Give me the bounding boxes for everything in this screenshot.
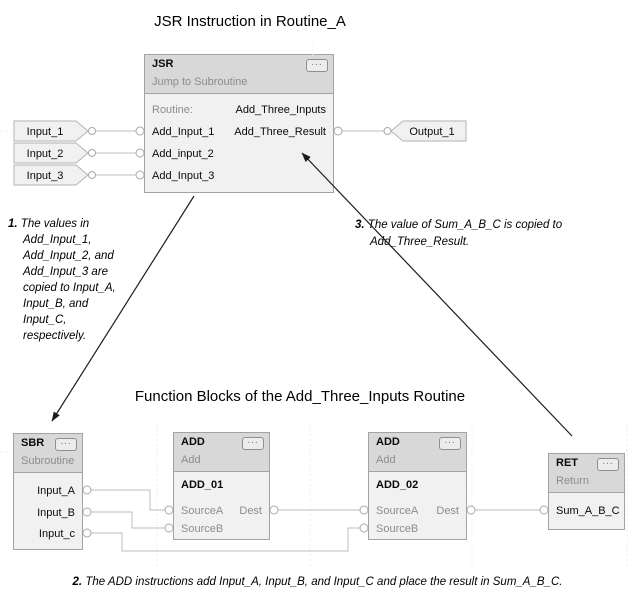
add1-instance-name[interactable]: ADD_01: [181, 479, 224, 491]
jsr-block-type: Jump to Subroutine: [152, 76, 248, 88]
note-2-number: 2.: [72, 576, 83, 588]
note-1-line-7: Input_C,: [23, 314, 67, 326]
ret-block-type: Return: [556, 475, 590, 487]
ret-param[interactable]: Sum_A_B_C: [556, 505, 620, 517]
sbr-output-a[interactable]: Input_A: [37, 485, 75, 497]
note-2: 2. The ADD instructions add Input_A, Inp…: [0, 576, 635, 588]
add1-block[interactable]: ADD ... Add ADD_01 SourceA Dest SourceB: [173, 432, 270, 540]
note-2-text: The ADD instructions add Input_A, Input_…: [85, 576, 563, 588]
jsr-block-name: JSR: [152, 58, 174, 70]
add2-instance-name[interactable]: ADD_02: [376, 479, 419, 491]
jsr-input-param-2[interactable]: Add_input_2: [152, 148, 214, 160]
tag-pill-output1[interactable]: [390, 120, 467, 142]
note-1-line-6: Input_B, and: [23, 298, 89, 310]
pin-tag-input1: [88, 127, 96, 135]
jsr-result-param[interactable]: Add_Three_Result: [234, 126, 326, 138]
tag-input1-label: Input_1: [27, 126, 64, 138]
note-3-number: 3.: [355, 219, 365, 231]
jsr-input-param-3[interactable]: Add_Input_3: [152, 170, 215, 182]
pin-sbr-inputc: [82, 528, 92, 538]
ret-block[interactable]: RET ... Return Sum_A_B_C: [548, 453, 625, 530]
jsr-properties-button[interactable]: ...: [306, 58, 328, 72]
pin-jsr-in2: [135, 148, 145, 158]
add2-block-header: ADD ... Add: [369, 433, 466, 472]
jsr-block[interactable]: JSR ... Jump to Subroutine Routine: Add_…: [144, 54, 334, 193]
sbr-block[interactable]: SBR ... Subroutine Input_A Input_B Input…: [13, 433, 83, 550]
ret-properties-button[interactable]: ...: [597, 457, 619, 471]
pin-ret-param: [539, 505, 549, 515]
sbr-block-type: Subroutine: [21, 455, 75, 467]
jsr-routine-label: Routine:: [152, 104, 193, 116]
add1-source-a-label: SourceA: [181, 505, 224, 517]
add2-source-a-label: SourceA: [376, 505, 419, 517]
add2-source-b-label: SourceB: [376, 523, 419, 535]
note-1: 1. The values in Add_Input_1, Add_Input_…: [8, 216, 158, 344]
tag-pill-input1[interactable]: [13, 120, 89, 142]
tag-input3-label: Input_3: [27, 170, 64, 182]
add1-block-name: ADD: [181, 436, 205, 448]
note-1-line-5: copied to Input_A,: [23, 282, 116, 294]
sbr-block-header: SBR ... Subroutine: [14, 434, 82, 473]
note-1-line-3: Add_Input_2, and: [23, 250, 114, 262]
jsr-input-param-1[interactable]: Add_Input_1: [152, 126, 215, 138]
note-1-line-4: Add_Input_3 are: [23, 266, 109, 278]
pin-jsr-result: [333, 126, 343, 136]
ret-block-name: RET: [556, 457, 578, 469]
pin-add1-sourcea: [164, 505, 174, 515]
add2-block-type: Add: [376, 454, 396, 466]
note-3: 3. The value of Sum_A_B_C is copied to A…: [355, 217, 625, 251]
add1-properties-button[interactable]: ...: [242, 436, 264, 450]
sbr-output-c[interactable]: Input_c: [38, 528, 75, 540]
add1-dest-label: Dest: [239, 505, 262, 517]
pin-add2-sourceb: [359, 523, 369, 533]
add2-block-name: ADD: [376, 436, 400, 448]
note-1-line-8: respectively.: [23, 330, 87, 342]
pin-sbr-inputa: [82, 485, 92, 495]
note-3-line-1: The value of Sum_A_B_C is copied to: [367, 219, 563, 231]
tag-pill-input2[interactable]: [13, 142, 89, 164]
pin-tag-output1: [383, 127, 392, 135]
pin-add2-sourcea: [359, 505, 369, 515]
add1-source-b-label: SourceB: [181, 523, 224, 535]
wire-inputb-add1-sourceb: [91, 511, 165, 529]
jsr-section-title: JSR Instruction in Routine_A: [154, 13, 346, 30]
add2-dest-label: Dest: [436, 505, 459, 517]
pin-jsr-in3: [135, 170, 145, 180]
pin-jsr-in1: [135, 126, 145, 136]
sbr-block-name: SBR: [21, 437, 45, 449]
ret-block-header: RET ... Return: [549, 454, 624, 493]
tag-input2-label: Input_2: [27, 148, 64, 160]
tag-output1-label: Output_1: [409, 126, 454, 138]
add2-properties-button[interactable]: ...: [439, 436, 461, 450]
sbr-output-b[interactable]: Input_B: [37, 507, 75, 519]
wires: [91, 130, 540, 552]
pin-tag-input2: [88, 149, 96, 157]
add1-block-header: ADD ... Add: [174, 433, 269, 472]
pin-add1-dest: [269, 505, 279, 515]
note-1-line-2: Add_Input_1,: [23, 234, 92, 246]
jsr-block-header: JSR ... Jump to Subroutine: [145, 55, 333, 94]
note-1-line-1: The values in: [20, 218, 90, 230]
add2-block[interactable]: ADD ... Add ADD_02 SourceA Dest SourceB: [368, 432, 467, 540]
pin-add2-dest: [466, 505, 476, 515]
fb-section-title: Function Blocks of the Add_Three_Inputs …: [134, 388, 466, 405]
sbr-properties-button[interactable]: ...: [55, 437, 77, 451]
tag-pill-input3[interactable]: [13, 164, 89, 186]
wire-inputa-add1-sourcea: [91, 489, 165, 511]
pin-add1-sourceb: [164, 523, 174, 533]
pin-sbr-inputb: [82, 507, 92, 517]
note-3-line-2: Add_Three_Result.: [370, 236, 470, 248]
add1-block-type: Add: [181, 454, 201, 466]
note-1-number: 1.: [8, 218, 18, 230]
pin-tag-input3: [88, 171, 96, 179]
jsr-routine-name[interactable]: Add_Three_Inputs: [235, 104, 326, 116]
